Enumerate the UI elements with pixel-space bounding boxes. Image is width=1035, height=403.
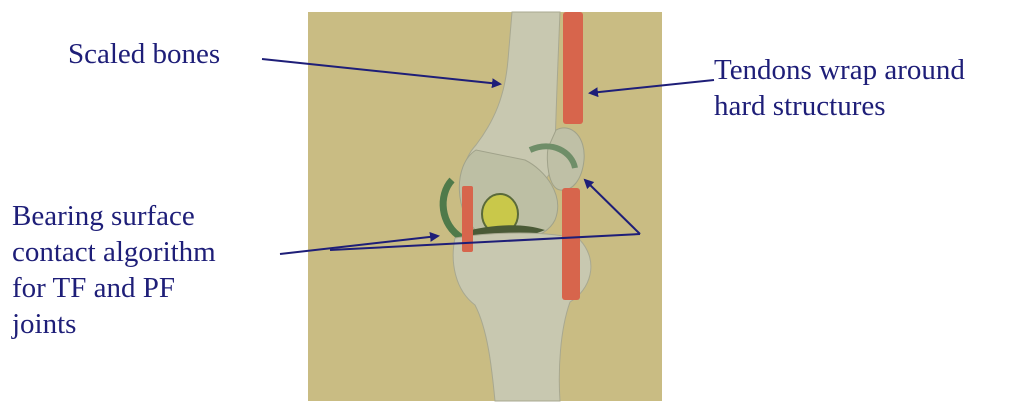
tendon-upper xyxy=(563,12,583,124)
label-bearing-line-4: joints xyxy=(12,306,216,342)
label-tendons-line-2: hard structures xyxy=(714,88,965,124)
label-tendons: Tendons wrap around hard structures xyxy=(714,52,965,124)
label-tendons-line-1: Tendons wrap around xyxy=(714,52,965,88)
label-scaled-bones: Scaled bones xyxy=(68,36,220,72)
label-bearing-line-2: contact algorithm xyxy=(12,234,216,270)
label-bearing-line-1: Bearing surface xyxy=(12,198,216,234)
tendon-lower xyxy=(562,188,580,300)
label-scaled-bones-text: Scaled bones xyxy=(68,38,220,70)
label-bearing-surface: Bearing surface contact algorithm for TF… xyxy=(12,198,216,342)
label-bearing-line-3: for TF and PF xyxy=(12,270,216,306)
